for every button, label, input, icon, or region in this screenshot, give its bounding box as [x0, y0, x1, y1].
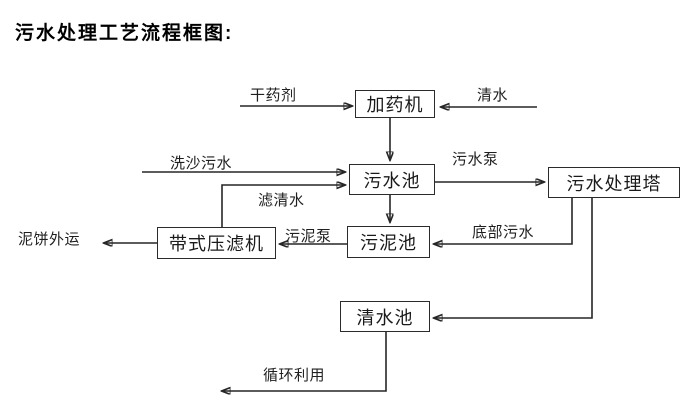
node-belt-filter-press-label: 带式压滤机 — [169, 234, 264, 254]
flow-label-recycling: 循环利用 — [263, 367, 326, 384]
arrow-treatment-tower-to-clean-water-pool — [434, 198, 593, 318]
flow-label-mud-cake-outbound: 泥饼外运 — [18, 231, 81, 248]
flow-label-sand-washing-sewage: 洗沙污水 — [170, 155, 233, 172]
node-sewage-pool-label: 污水池 — [363, 170, 421, 191]
arrow-filtered-water-to-sewage-pool — [221, 185, 345, 227]
node-clean-water-pool-label: 清水池 — [356, 307, 414, 328]
flow-label-bottom-sewage: 底部污水 — [472, 224, 535, 241]
node-clean-water-pool: 清水池 — [340, 301, 430, 332]
flow-label-clean-water: 清水 — [477, 87, 509, 104]
arrow-recycling — [222, 332, 387, 391]
node-dosing-machine-label: 加药机 — [366, 95, 424, 115]
flow-label-sludge-pump: 污泥泵 — [285, 228, 332, 245]
node-sewage-pool: 污水池 — [349, 164, 435, 195]
arrow-bottom-sewage-to-sludge-pool — [434, 198, 573, 244]
node-sludge-pool-label: 污泥池 — [360, 233, 417, 253]
node-dosing-machine: 加药机 — [355, 90, 435, 118]
node-sludge-pool: 污泥池 — [347, 226, 430, 258]
flow-label-dry-chemical: 干药剂 — [250, 87, 297, 104]
node-sewage-treatment-tower-label: 污水处理塔 — [566, 173, 662, 194]
flow-label-sewage-pump: 污水泵 — [452, 151, 499, 168]
flow-label-filtered-water: 滤清水 — [258, 192, 305, 209]
node-belt-filter-press: 带式压滤机 — [157, 227, 276, 259]
page-title: 污水处理工艺流程框图: — [15, 23, 234, 44]
node-sewage-treatment-tower: 污水处理塔 — [548, 167, 680, 198]
